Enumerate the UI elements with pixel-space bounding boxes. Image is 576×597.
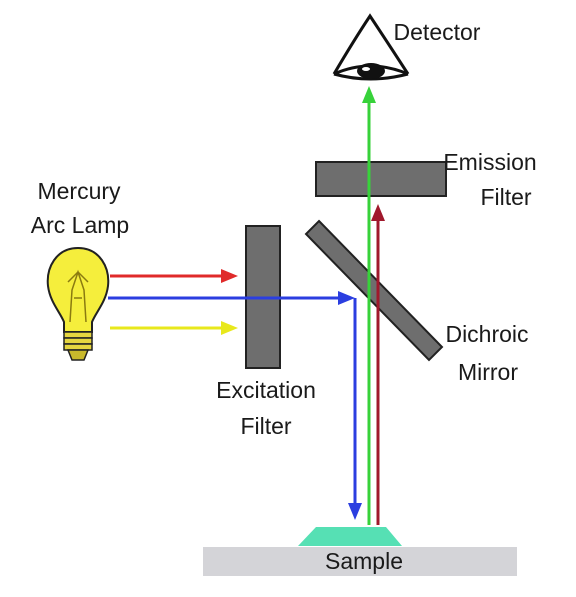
excitation-filter-label-line1: Excitation: [216, 377, 316, 403]
detector-label: Detector: [394, 19, 481, 45]
light-bulb-icon: [46, 246, 110, 361]
green-beam-arrowhead: [362, 86, 376, 103]
dichroic-mirror-label-line1: Dichroic: [445, 321, 528, 347]
excitation-filter-label-line2: Filter: [240, 413, 291, 439]
sample-label: Sample: [325, 548, 403, 574]
red-beam-arrowhead: [221, 269, 238, 283]
sample-stage: [203, 547, 517, 576]
light-beams: [108, 86, 385, 525]
blue-beam-mirror-arrowhead: [338, 291, 355, 305]
dichroic-mirror: [304, 219, 444, 362]
blue-beam-sample-arrowhead: [348, 503, 362, 520]
lamp-label-line2: Arc Lamp: [31, 212, 129, 238]
yellow-beam-arrowhead: [221, 321, 238, 335]
dichroic-mirror-label-line2: Mirror: [458, 359, 518, 385]
eye-icon: [332, 13, 410, 81]
emission-filter: [315, 161, 447, 197]
sample-specimen: [298, 527, 402, 546]
lamp-label-line1: Mercury: [37, 178, 121, 204]
emission-filter-label-line2: Filter: [480, 184, 531, 210]
dark-red-beam-arrowhead: [371, 204, 385, 221]
emission-filter-label-line1: Emission: [443, 149, 536, 175]
